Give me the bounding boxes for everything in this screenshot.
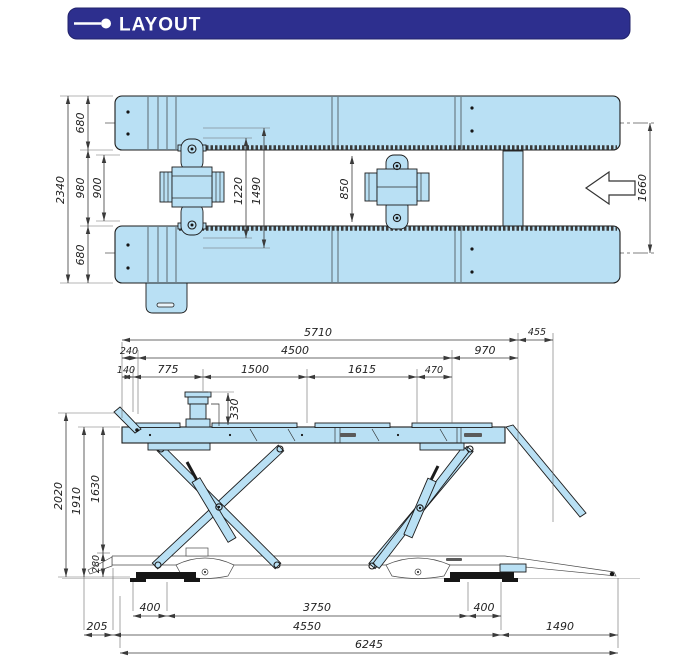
page-title: LAYOUT <box>119 15 201 36</box>
dim-label-980: 980 <box>74 178 87 199</box>
control-box <box>145 282 188 314</box>
runway-bottom <box>114 225 621 284</box>
dim-label-470: 470 <box>425 365 443 376</box>
dim-label-4550: 4550 <box>293 620 321 633</box>
dim-label-680-bottom: 680 <box>74 245 87 266</box>
dim-label-1910: 1910 <box>70 487 83 515</box>
dim-label-1490: 1490 <box>250 177 263 205</box>
dim-label-2340: 2340 <box>54 176 67 204</box>
lift-arm-assembly-front <box>159 138 225 236</box>
dim-label-2020: 2020 <box>52 482 65 510</box>
dim-label-455: 455 <box>528 327 546 338</box>
dim-label-1615: 1615 <box>348 363 376 376</box>
dim-label-1490-ramp: 1490 <box>546 620 574 633</box>
hydraulic-cylinder <box>191 477 237 543</box>
bullet-icon <box>101 18 111 29</box>
raised-platform <box>113 406 587 518</box>
dim-label-1500: 1500 <box>241 363 269 376</box>
lowered-ramp <box>504 555 617 577</box>
dim-label-400-right: 400 <box>474 601 495 614</box>
rear-ramp-flap <box>505 424 587 518</box>
side-view: 5710 455 240 4500 970 140 775 1500 1615 … <box>52 326 640 656</box>
dim-label-850: 850 <box>338 179 351 200</box>
dim-label-330: 330 <box>228 399 241 420</box>
dim-label-775: 775 <box>158 363 179 376</box>
drive-in-arrow-icon <box>584 170 636 206</box>
dim-label-280: 280 <box>91 555 102 573</box>
dim-label-680-top: 680 <box>74 113 87 134</box>
runway-top <box>114 95 621 151</box>
header-bar: LAYOUT <box>67 7 631 40</box>
dim-label-4500: 4500 <box>281 344 309 357</box>
side-dimensions-heights: 2020 1910 1630 280 <box>52 413 106 577</box>
dim-label-3750: 3750 <box>303 601 331 614</box>
jack-unit <box>184 391 220 428</box>
side-dimensions-top: 5710 455 240 4500 970 140 775 1500 1615 … <box>117 326 553 425</box>
dim-label-205: 205 <box>87 620 108 633</box>
dim-label-400-left: 400 <box>140 601 161 614</box>
side-dimensions-bottom: 400 3750 400 205 4550 1490 6245 <box>84 601 618 656</box>
brand-logo <box>464 433 482 437</box>
scissor-left <box>151 444 285 570</box>
header-background <box>67 7 631 40</box>
dim-label-970: 970 <box>475 344 496 357</box>
scissor-right <box>368 445 474 570</box>
dim-label-1630: 1630 <box>89 475 102 503</box>
plan-view: 2340 680 980 680 900 1220 1490 850 1660 <box>54 95 656 314</box>
base-frames <box>130 563 527 582</box>
dim-label-240: 240 <box>120 346 138 357</box>
brand-logo <box>446 558 462 561</box>
ramp-pad <box>499 563 527 573</box>
side-extension-lines <box>58 333 619 648</box>
plan-dimensions: 2340 680 980 680 900 1220 1490 850 1660 <box>54 96 653 283</box>
dim-label-1660: 1660 <box>636 174 649 202</box>
dim-label-1220: 1220 <box>232 177 245 205</box>
dim-label-6245: 6245 <box>355 638 383 651</box>
lowered-left-flap <box>87 556 113 575</box>
dim-label-140: 140 <box>117 365 135 376</box>
brand-logo <box>340 433 356 437</box>
crossbar <box>502 150 524 227</box>
dim-label-900: 900 <box>91 178 104 199</box>
dim-label-5710: 5710 <box>304 326 332 339</box>
lift-arm-assembly-rear <box>364 154 430 230</box>
